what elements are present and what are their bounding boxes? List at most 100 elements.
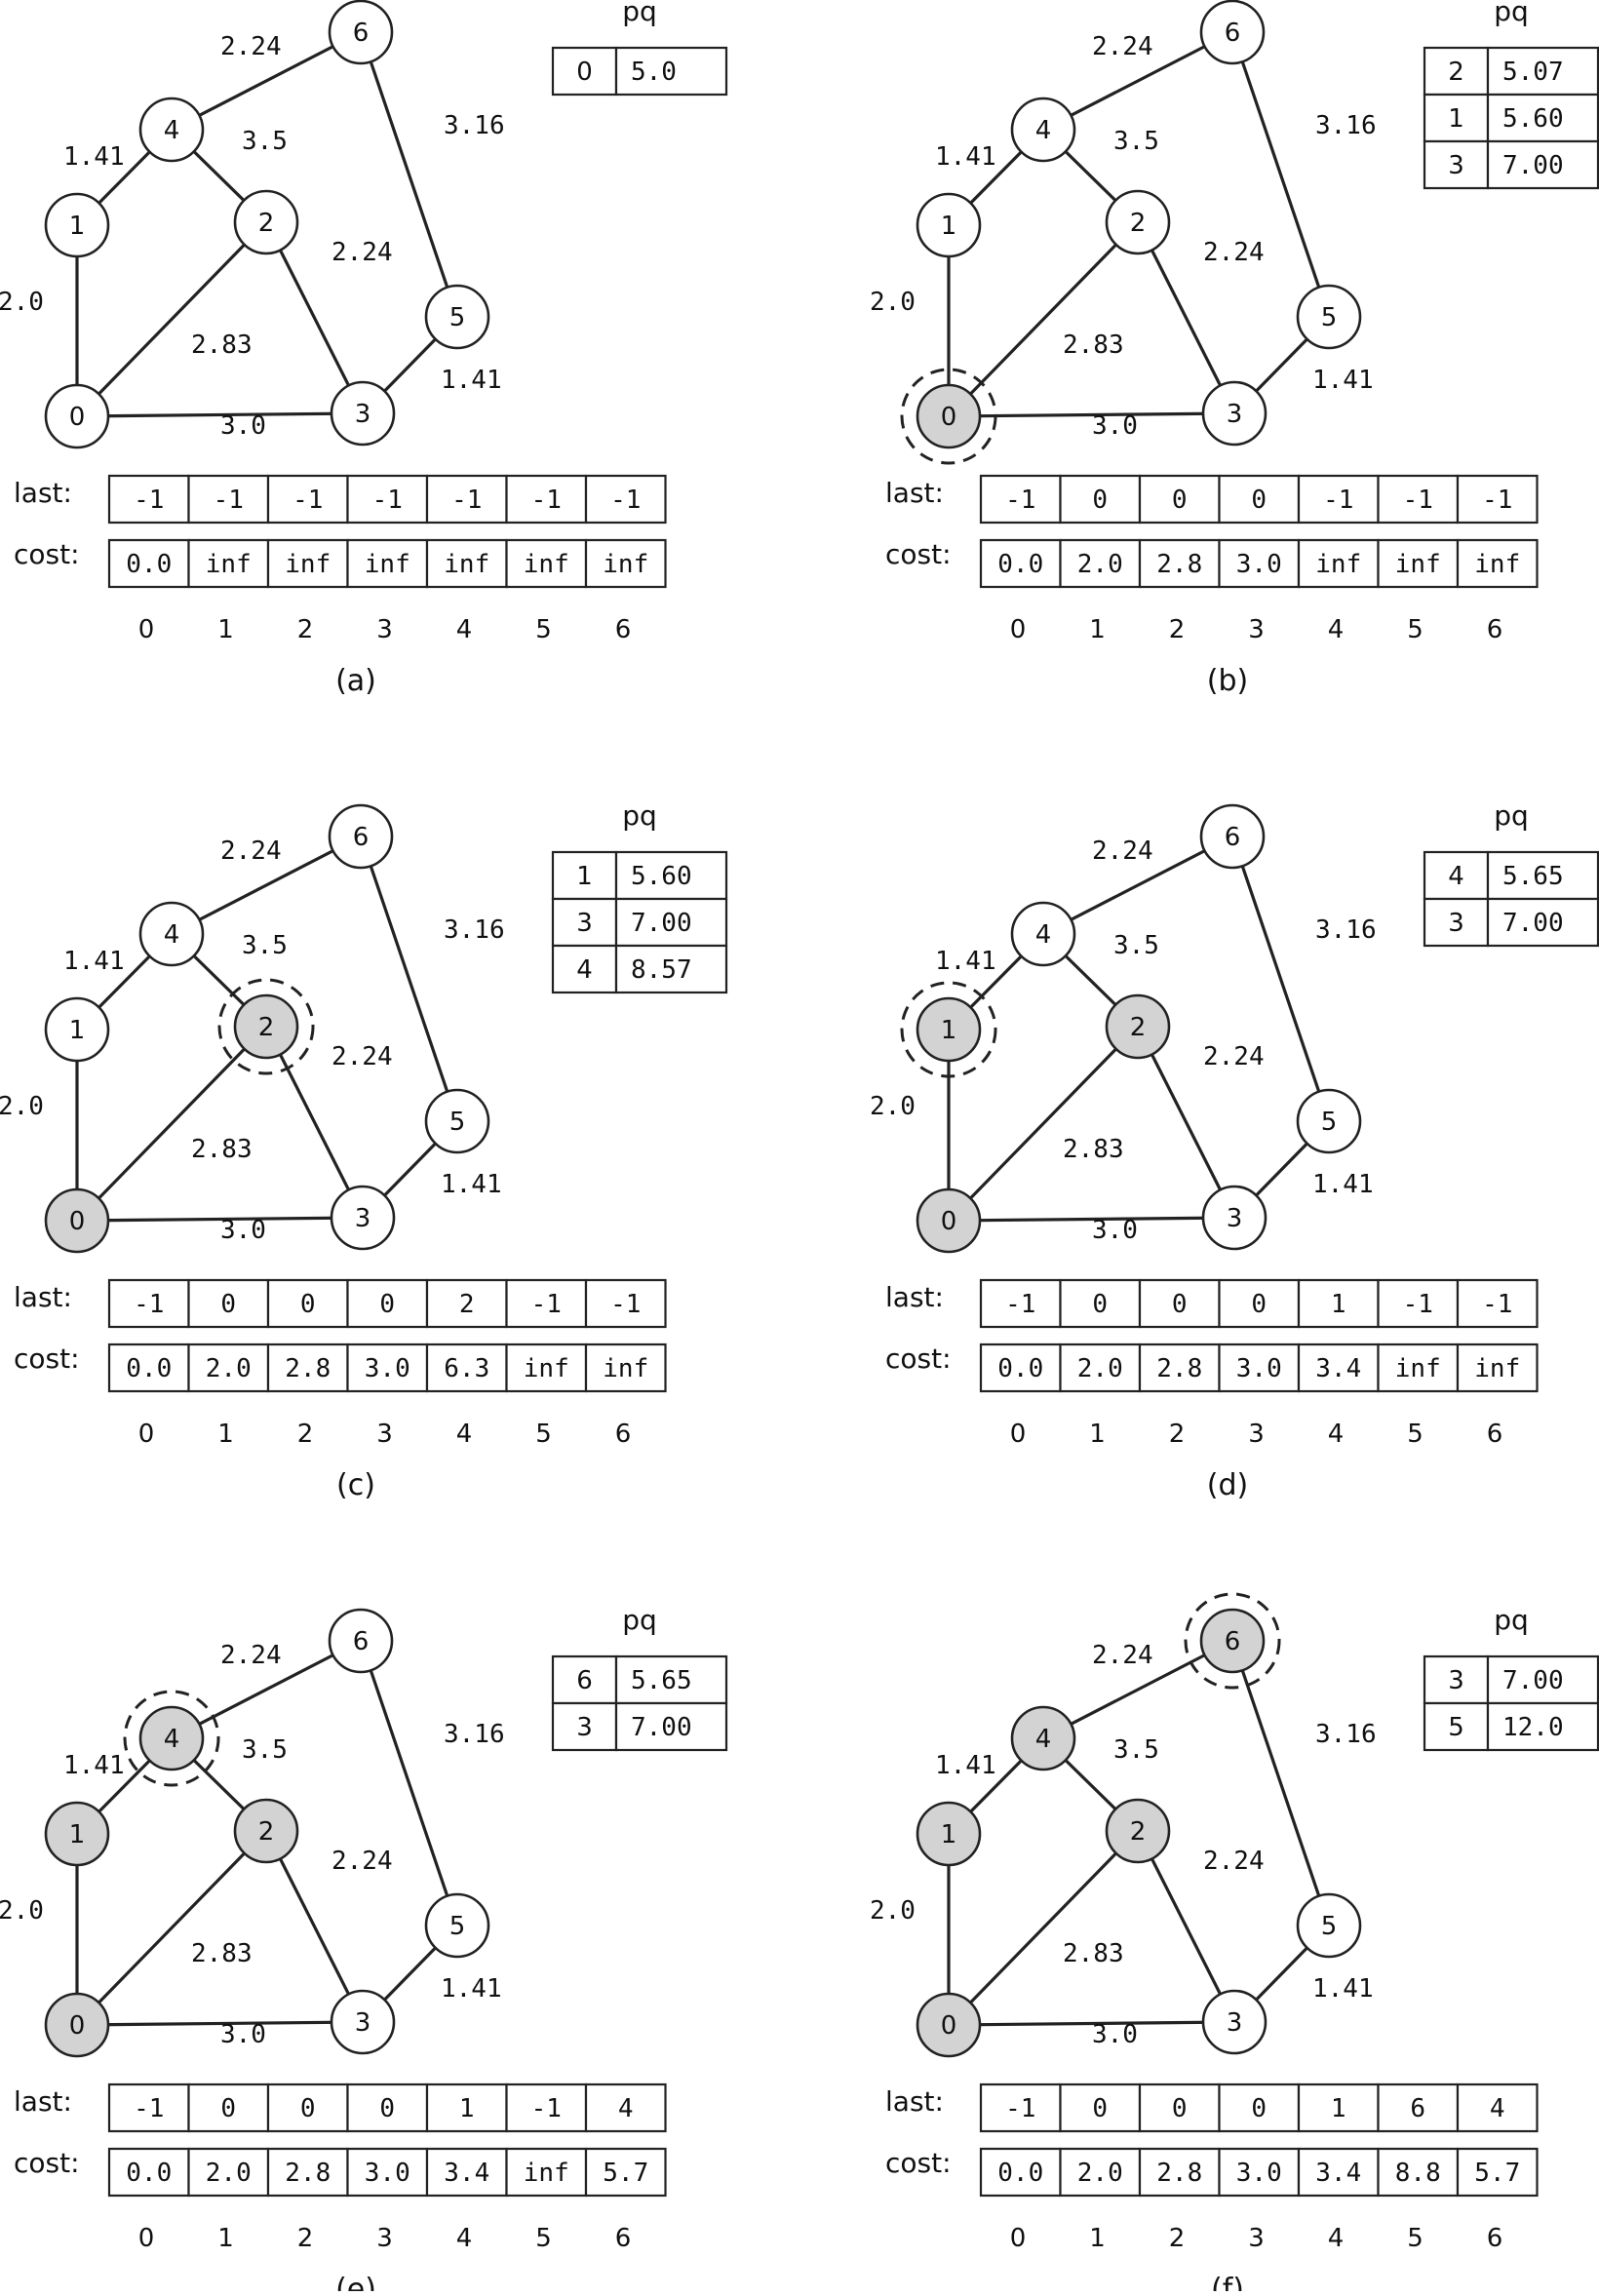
pq-node: 4 (576, 955, 593, 985)
cost-cell (1456, 538, 1539, 589)
current-node-highlight (123, 1690, 220, 1787)
node-label: 5 (449, 1912, 466, 1941)
cost-value: 3.0 (1236, 2159, 1282, 2188)
node-label: 1 (941, 1016, 957, 1045)
pq-node: 6 (576, 1666, 593, 1695)
edge-5-6 (359, 31, 459, 318)
index-label: 4 (456, 1420, 473, 1449)
index-label: 5 (535, 615, 552, 644)
last-value: -1 (1005, 2094, 1035, 2123)
graph-node (330, 1989, 396, 2055)
visited-node (233, 993, 299, 1060)
pq-node-cell (551, 1701, 618, 1752)
current-node-highlight (900, 368, 997, 465)
edge-label-0-1: 2.0 (870, 288, 916, 317)
edge-label-4-2: 3.5 (1113, 1735, 1159, 1765)
edge-label-0-2: 2.83 (1063, 1135, 1124, 1164)
edge-label-4-6: 2.24 (1092, 32, 1153, 61)
last-cell (1059, 1278, 1142, 1329)
last-cell (1377, 1278, 1460, 1329)
last-value: 0 (1172, 486, 1188, 515)
index-label: 6 (1487, 2224, 1503, 2253)
last-cell (1297, 2082, 1380, 2133)
pq-node-cell (551, 897, 618, 948)
edge-0-2 (75, 1025, 268, 1223)
node-label: 6 (1225, 1627, 1241, 1656)
edge-5-6 (359, 836, 459, 1122)
pq-title: pq (1494, 0, 1529, 27)
visited-node (916, 1187, 982, 1254)
cost-value: inf (524, 1354, 569, 1383)
cost-value: inf (285, 550, 331, 579)
cost-value: 3.0 (1236, 1354, 1282, 1383)
visited-node (138, 1705, 205, 1771)
pq-node: 5 (1448, 1713, 1464, 1742)
edge-label-4-6: 2.24 (220, 32, 282, 61)
last-value: 4 (618, 2094, 634, 2123)
cost-value: inf (524, 550, 569, 579)
graph-node (1199, 803, 1266, 870)
cost-cell (107, 1343, 190, 1393)
cost-cell (187, 1343, 270, 1393)
cost-value: 3.0 (365, 2159, 410, 2188)
edge-label-3-5: 1.41 (1312, 1974, 1374, 2004)
last-cell (979, 474, 1062, 525)
index-label: 3 (1248, 2224, 1265, 2253)
edge-label-0-1: 2.0 (0, 1092, 44, 1121)
cost-value: 5.7 (1474, 2159, 1520, 2188)
edge-label-0-1: 2.0 (870, 1092, 916, 1121)
node-label: 5 (1321, 1108, 1338, 1137)
cost-value: 3.0 (1236, 550, 1282, 579)
graph-node (328, 1608, 394, 1674)
pq-priority-cell (614, 1654, 728, 1705)
cost-value: 0.0 (126, 1354, 172, 1383)
edge-label-5-6: 3.16 (444, 111, 505, 140)
node-label: 6 (353, 19, 370, 48)
last-value: 1 (459, 2094, 475, 2123)
pq-node: 2 (1448, 58, 1464, 87)
node-label: 4 (1035, 920, 1052, 950)
cost-cell (979, 538, 1062, 589)
edge-label-0-1: 2.0 (0, 288, 44, 317)
pq-node-cell (551, 46, 618, 97)
cost-value: 2.8 (1156, 2159, 1202, 2188)
cost-value: 3.0 (365, 1354, 410, 1383)
cost-cell (584, 2147, 667, 2198)
current-node-highlight (900, 981, 997, 1078)
graph-node (330, 1185, 396, 1251)
node-label: 4 (164, 1725, 180, 1754)
graph-node (1201, 1989, 1268, 2055)
last-value: -1 (1482, 1290, 1512, 1319)
cost-cell (346, 538, 429, 589)
graph-node (1105, 189, 1171, 255)
node-label: 6 (353, 823, 370, 852)
edge-0-3 (76, 411, 364, 418)
graph-node (1201, 380, 1268, 447)
pq-node: 4 (1448, 862, 1464, 891)
cost-value: inf (1395, 550, 1441, 579)
graph-node (1296, 1892, 1362, 1959)
graph-node (1296, 1088, 1362, 1154)
pq-title: pq (622, 0, 657, 27)
cost-value: inf (1474, 550, 1520, 579)
last-value: 0 (1251, 1290, 1267, 1319)
last-value: 0 (379, 2094, 395, 2123)
edge-label-2-3: 2.24 (1203, 1847, 1265, 1876)
pq-node-cell (551, 1654, 618, 1705)
index-label: 2 (297, 615, 314, 644)
graph-node (1010, 901, 1076, 967)
node-label: 2 (1130, 1013, 1147, 1042)
last-value: -1 (1403, 486, 1433, 515)
last-value: -1 (214, 486, 244, 515)
node-label: 3 (1227, 400, 1243, 429)
index-label: 5 (1407, 2224, 1424, 2253)
cost-cell (1059, 1343, 1142, 1393)
visited-node (1105, 1798, 1171, 1864)
pq-priority: 5.65 (1502, 862, 1564, 891)
index-label: 0 (1010, 615, 1027, 644)
index-label: 0 (138, 1420, 155, 1449)
edge-0-3 (948, 2020, 1235, 2027)
last-cell (584, 2082, 667, 2133)
